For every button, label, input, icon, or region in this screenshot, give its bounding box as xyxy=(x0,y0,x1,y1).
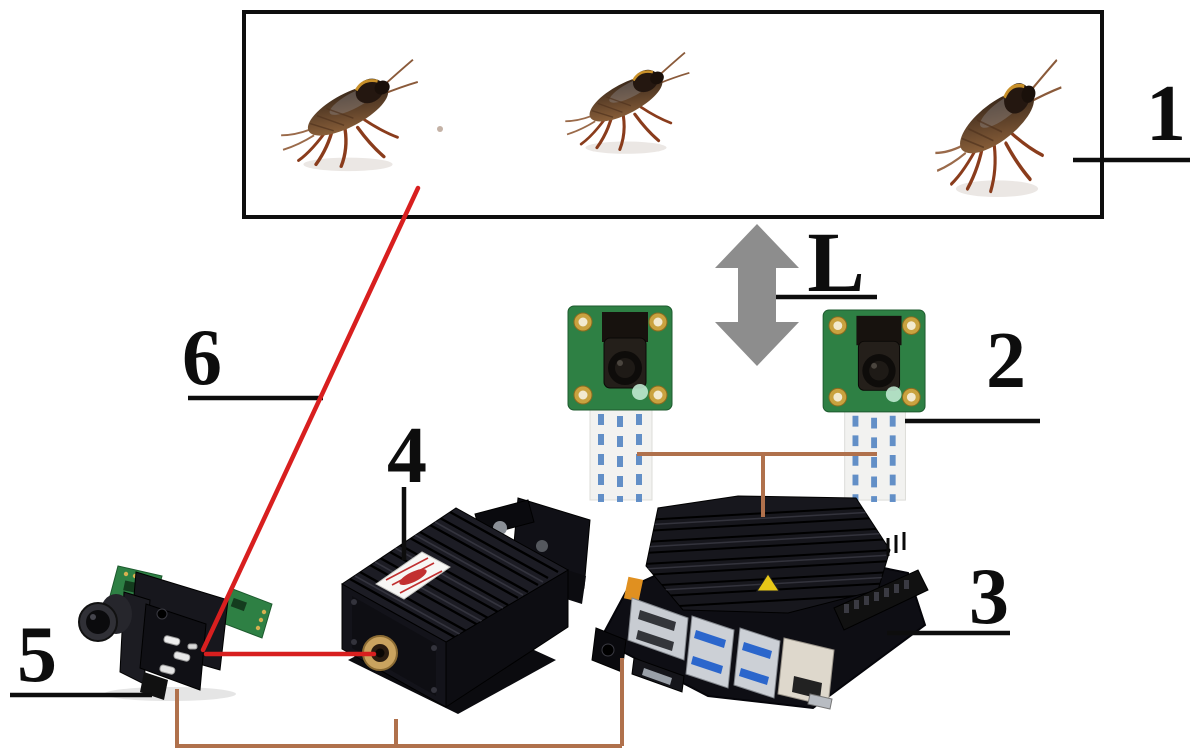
label-galvo: 5 xyxy=(17,611,57,699)
camera-module-right xyxy=(822,309,926,503)
sensor-block xyxy=(856,315,902,346)
micro-usb-port xyxy=(807,693,833,710)
cockroach-icon xyxy=(279,57,420,173)
cockroach-icon xyxy=(930,48,1064,203)
driver-pcb xyxy=(219,587,273,639)
sensor-block xyxy=(602,312,648,342)
cockroach-icon xyxy=(563,51,691,156)
controller-board xyxy=(591,495,929,710)
laser-module xyxy=(341,497,591,714)
back-pins xyxy=(886,532,906,556)
galvo-camera-mount xyxy=(78,565,273,701)
jumper xyxy=(623,576,644,602)
double-arrow-icon xyxy=(715,224,799,366)
pcb-logo xyxy=(885,386,902,403)
mounting-holes xyxy=(828,316,921,407)
label-cameras: 2 xyxy=(986,317,1026,405)
label-arena: 1 xyxy=(1146,70,1186,158)
label-beam: 6 xyxy=(182,314,222,402)
mirror-screws xyxy=(159,635,198,675)
ethernet-port xyxy=(777,637,835,707)
label-controller: 3 xyxy=(969,553,1009,641)
mounting-holes xyxy=(573,312,668,405)
pcb-logo xyxy=(632,384,648,400)
label-laser: 4 xyxy=(387,412,427,500)
warning-triangle-icon xyxy=(756,573,780,592)
camera-module-left xyxy=(567,305,673,502)
insect-arena-box xyxy=(242,10,1104,219)
label-distance: L xyxy=(807,214,865,310)
usb3-stack xyxy=(733,627,781,699)
